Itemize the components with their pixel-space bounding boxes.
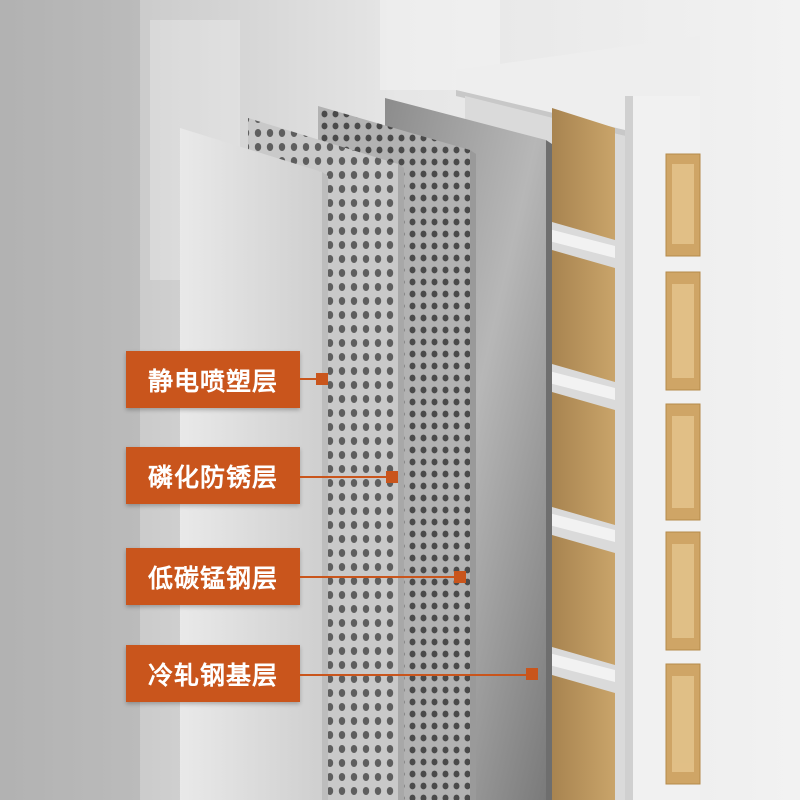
connector-line [300,674,526,676]
connector-line [300,576,456,578]
layer-label-cold-rolled-base: 冷轧钢基层 [126,645,300,702]
connector-line [300,476,388,478]
square-marker-icon [386,471,398,483]
layer-label-powder-coating: 静电喷塑层 [126,351,300,408]
square-marker-icon [526,668,538,680]
square-marker-icon [454,571,466,583]
layer-label-manganese-steel: 低碳锰钢层 [126,548,300,605]
cabinet-shelves [545,108,615,800]
square-marker-icon [316,373,328,385]
layer-label-phosphating: 磷化防锈层 [126,447,300,504]
connector-line [300,378,320,380]
